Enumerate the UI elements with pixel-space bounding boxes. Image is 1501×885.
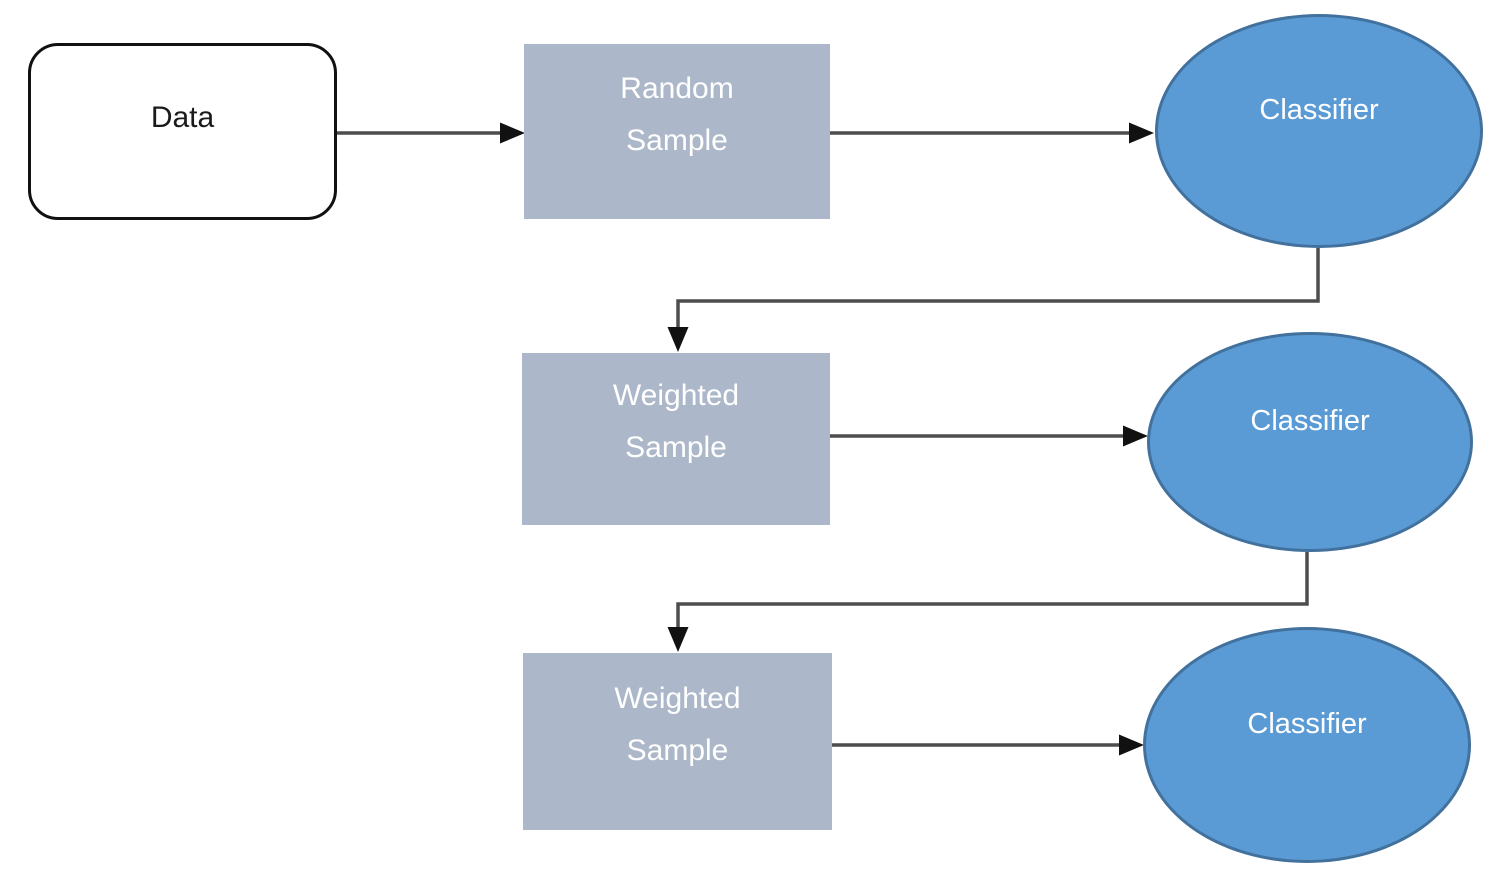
node-classifier-3-label: Classifier [1247, 707, 1367, 740]
node-classifier-1: Classifier [1155, 14, 1483, 248]
edge-data-to-random-sample [337, 122, 525, 144]
arrowhead [667, 327, 689, 352]
node-classifier-1-label: Classifier [1259, 93, 1379, 126]
edge-classifier-1-to-weighted-sample-1 [667, 248, 1320, 352]
node-classifier-2: Classifier [1147, 332, 1473, 552]
node-weighted-sample-1-label-line1: Weighted [612, 379, 740, 412]
node-weighted-sample-2: Weighted Sample [523, 653, 832, 830]
node-data: Data [28, 43, 337, 220]
node-weighted-sample-2-label-line1: Weighted [614, 681, 741, 715]
edge-weighted-sample-2-to-classifier-3 [830, 734, 1144, 756]
node-weighted-sample-1-label-line2: Sample [625, 431, 727, 464]
node-weighted-sample-1: Weighted Sample [522, 353, 830, 525]
arrowhead [667, 627, 689, 652]
node-classifier-2-label: Classifier [1250, 404, 1370, 437]
edge-weighted-sample-1-to-classifier-2 [828, 425, 1148, 447]
arrowhead [500, 122, 525, 144]
node-classifier-3: Classifier [1143, 627, 1471, 863]
node-data-label: Data [150, 100, 215, 134]
arrowhead [1119, 734, 1144, 756]
edge-random-sample-to-classifier-1 [830, 122, 1154, 144]
arrowhead [1129, 122, 1154, 144]
arrowhead [1123, 425, 1148, 447]
node-random-sample: Random Sample [524, 44, 830, 219]
node-weighted-sample-2-label-line2: Sample [626, 733, 729, 767]
node-random-sample-label-line1: Random [620, 71, 734, 105]
node-random-sample-label-line2: Sample [626, 123, 728, 157]
edge-classifier-2-to-weighted-sample-2 [667, 552, 1309, 652]
